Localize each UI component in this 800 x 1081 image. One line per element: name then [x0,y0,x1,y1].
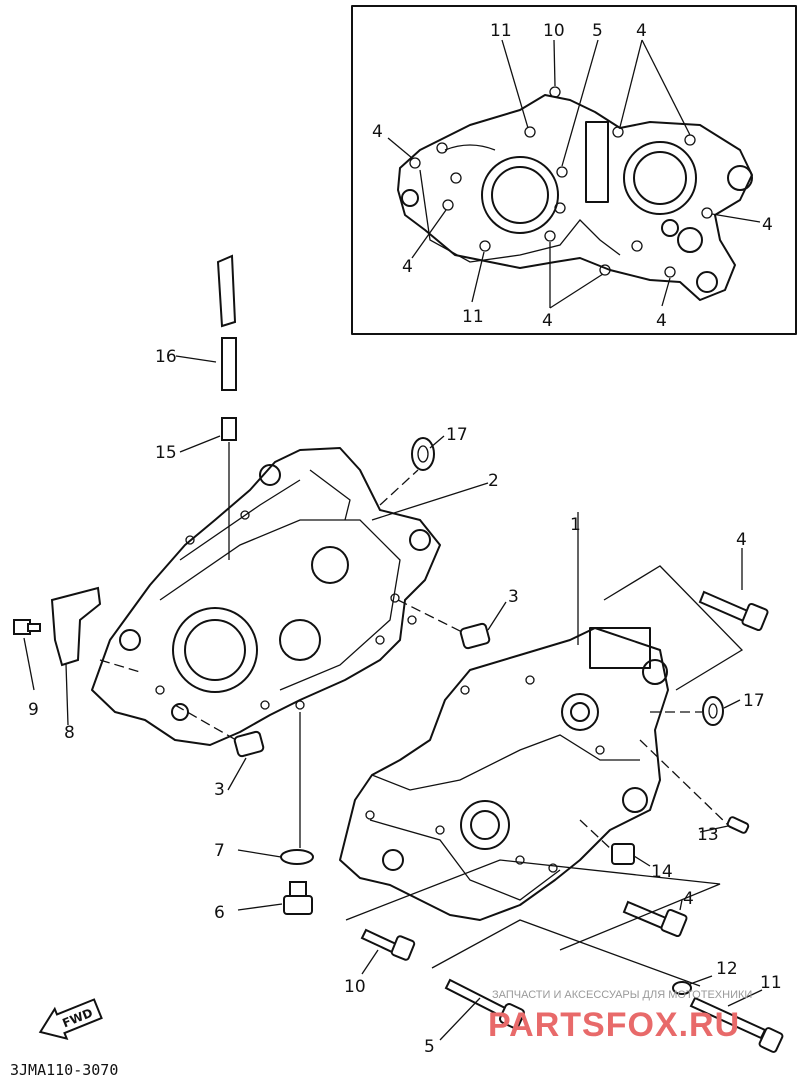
inset-label-10: 10 [543,21,565,41]
label-part-2: 2 [488,471,499,491]
part-17-seal-top [411,437,435,471]
inset-label-4-bottom-right: 4 [656,311,667,331]
part-3-dowel-right [459,622,491,650]
label-part-4-lower: 4 [683,889,694,909]
label-part-17-top: 17 [446,425,468,445]
inset-label-11-top: 11 [490,21,512,41]
alignment-lines [99,469,729,851]
leader-lines [23,355,763,1041]
part-3-dowel-left [233,730,265,758]
inset-label-4-left-a: 4 [372,122,383,142]
part-labels: 1 2 3 3 4 4 5 6 7 8 9 10 11 12 13 14 15 … [28,347,782,1057]
label-part-11: 11 [760,973,782,993]
part-16-tube [216,254,237,391]
label-part-7: 7 [214,841,225,861]
bolt-plane-lines [345,565,744,987]
label-part-6: 6 [214,903,225,923]
label-part-3-left: 3 [214,780,225,800]
watermark: ЗАПЧАСТИ И АКСЕССУАРЫ ДЛЯ МОТОТЕХНИКИ PA… [488,989,752,1044]
label-part-3-right: 3 [508,587,519,607]
part-15-dowel [221,417,237,441]
label-part-1: 1 [570,515,581,535]
inset-label-4-left-b: 4 [402,257,413,277]
part-13-plug [726,816,750,834]
label-part-8: 8 [64,723,75,743]
part-11-long-bolt [689,996,784,1053]
fwd-arrow-icon: FWD [38,998,103,1041]
right-crankcase [339,627,669,921]
part-12-washer [672,981,692,995]
label-part-17-right: 17 [743,691,765,711]
label-part-9: 9 [28,700,39,720]
label-part-16: 16 [155,347,177,367]
label-part-15: 15 [155,443,177,463]
label-part-13: 13 [697,825,719,845]
part-10-bolt [360,928,416,961]
part-8-bracket [50,586,102,667]
label-part-10: 10 [344,977,366,997]
label-part-4-upper: 4 [736,530,747,550]
inset-label-4-right: 4 [762,215,773,235]
label-part-5: 5 [424,1037,435,1057]
inset-label-5: 5 [592,21,603,41]
watermark-tagline: ЗАПЧАСТИ И АКСЕССУАРЫ ДЛЯ МОТОТЕХНИКИ [492,989,752,1001]
part-7-washer [280,849,314,865]
part-5-long-bolt [444,978,525,1029]
part-4-bolt-upper [698,590,769,632]
inset-label-4-bottom-mid: 4 [542,311,553,331]
diagram-code: 3JMA110-3070 [10,1061,118,1079]
part-14-collar [611,843,635,865]
part-9-bolt [13,619,41,635]
label-part-12: 12 [716,959,738,979]
inset-label-4-top: 4 [636,21,647,41]
left-crankcase [91,447,441,746]
inset-label-11-bottom: 11 [462,307,484,327]
part-17-seal-right [702,696,724,726]
watermark-logo: PARTSFOX.RU [488,1006,740,1044]
label-part-14: 14 [651,862,673,882]
part-6-drain-bolt [283,881,313,915]
inset-panel: 11 10 5 4 4 4 4 11 4 4 [351,5,797,335]
